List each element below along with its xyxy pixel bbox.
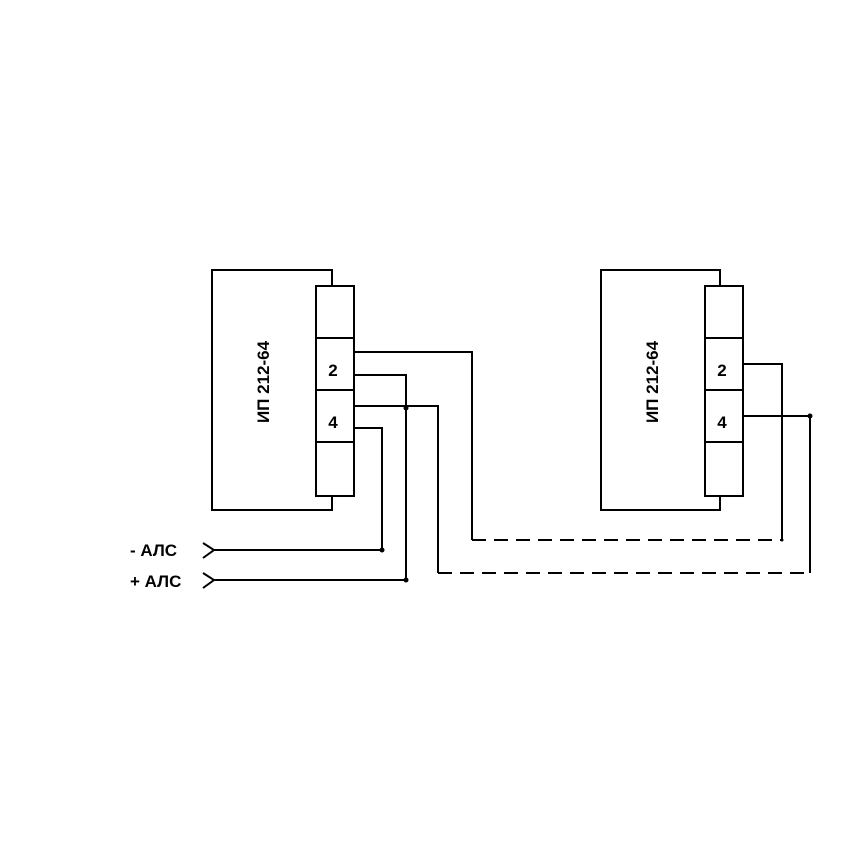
detector-2: 2 4 ИП 212-64 [600, 269, 744, 511]
junction-dot [403, 405, 409, 411]
wire-d1-t2-out [354, 351, 473, 540]
detector-2-terminal-3 [704, 389, 744, 443]
detector-1-terminal-3 [315, 389, 355, 443]
detector-1-body [211, 269, 333, 511]
detector-1-terminal-2-label: 2 [328, 361, 337, 380]
junction-dot [379, 547, 385, 553]
wire-d1-t4-minus [214, 427, 383, 551]
detector-2-terminal-2-label: 2 [717, 361, 726, 380]
wire-d2-t4 [743, 415, 811, 573]
connector-arrow-icon [202, 572, 216, 589]
detector-1: 2 4 ИП 212-64 [211, 269, 355, 511]
detector-2-terminal-2 [704, 337, 744, 391]
wire-d1-t2-plus [214, 374, 407, 581]
input-plus-label: + АЛС [130, 572, 181, 591]
wire-d1-t4-out [354, 405, 439, 573]
detector-1-terminal-1 [315, 285, 355, 339]
input-minus: - АЛС [130, 541, 216, 560]
junction-dot [403, 577, 409, 583]
input-minus-label: - АЛС [130, 541, 177, 560]
connector-arrow-icon [202, 542, 216, 559]
detector-1-terminal-4-label: 4 [328, 413, 338, 432]
detector-2-model-label: ИП 212-64 [643, 340, 662, 423]
detector-2-terminal-4 [704, 441, 744, 497]
detector-2-body [600, 269, 721, 511]
detector-2-terminal-1 [704, 285, 744, 339]
detector-1-terminal-4 [315, 441, 355, 497]
input-plus: + АЛС [130, 572, 216, 591]
junction-dot [780, 538, 784, 542]
junction-dot [807, 413, 813, 419]
detector-1-model-label: ИП 212-64 [254, 340, 273, 423]
detector-2-terminal-4-label: 4 [717, 413, 727, 432]
wires [214, 351, 813, 583]
wire-d2-t2 [743, 363, 783, 540]
